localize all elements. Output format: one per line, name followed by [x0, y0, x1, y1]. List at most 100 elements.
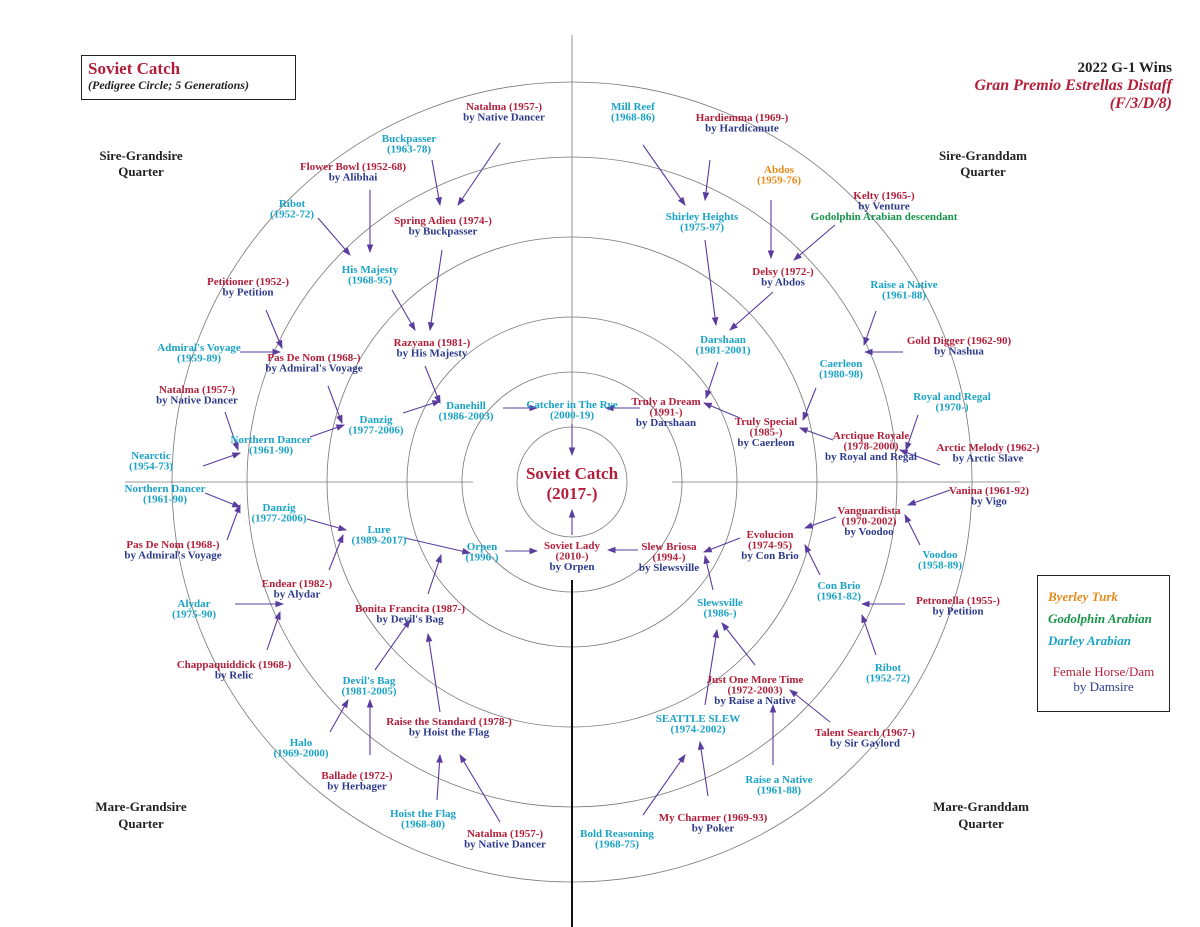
horse-name: Evolucion: [746, 529, 793, 541]
horse-node-hardiemma: Hardiemma (1969-)by Hardicanute: [696, 112, 789, 135]
horse-damsire: by Raise a Native: [714, 695, 796, 707]
horse-name: Flower Bowl (1952-68): [300, 161, 406, 173]
horse-name: Endear (1982-): [262, 578, 333, 590]
horse-name: Catcher in The Rye: [526, 399, 617, 411]
horse-damsire: by Voodoo: [844, 526, 894, 538]
horse-node-orpen: Orpen(1996-): [466, 541, 499, 564]
horse-node-darshaan: Darshaan(1981-2001): [696, 334, 751, 357]
horse-name: (1974-95): [748, 540, 792, 552]
horse-damsire: by Venture: [858, 201, 910, 213]
arrow: [898, 449, 941, 466]
horse-name: Natalma (1957-): [466, 101, 542, 113]
horse-node-evolucion: Evolucion(1974-95)by Con Brio: [741, 529, 799, 562]
horse-node-boldreasoning: Bold Reasoning(1968-75): [580, 828, 654, 851]
horse-node-northerndancer1: Northern Dancer(1961-90): [231, 434, 312, 457]
horse-node-vanina: Vanina (1961-92)by Vigo: [949, 485, 1029, 508]
horse-name: (1961-88): [757, 785, 801, 797]
horse-name: (1996-): [466, 552, 499, 564]
arrow: [204, 492, 242, 508]
horse-node-halo: Halo(1969-2000): [274, 737, 329, 760]
horse-name: Danehill: [446, 400, 486, 412]
horse-name: (1968-86): [611, 112, 655, 124]
horse-damsire: by Admiral's Voyage: [124, 550, 221, 562]
horse-name: (1952-72): [270, 209, 314, 221]
horse-name: Pas De Nom (1968-): [126, 539, 220, 551]
arrow: [425, 632, 441, 713]
legend: Byerley Turk Godolphin Arabian Darley Ar…: [1037, 575, 1170, 712]
horse-name: Vanina (1961-92): [949, 485, 1029, 497]
legend-female-dam: Female Horse/Dam: [1052, 664, 1155, 679]
horse-damsire: by Native Dancer: [464, 839, 546, 851]
horse-name: Slewsville: [697, 597, 743, 609]
quarter-label-sire-grandsire: Sire-Grandsire: [99, 148, 183, 163]
wins-race: Gran Premio Estrellas Distaff: [974, 77, 1173, 94]
horse-name: Talent Search (1967-): [815, 727, 916, 739]
horse-name: (1994-): [653, 552, 686, 564]
horse-damsire: by Nashua: [934, 346, 984, 358]
arrow: [642, 144, 686, 206]
horse-damsire: by Herbager: [327, 781, 387, 793]
horse-node-razyana: Razyana (1981-)by His Majesty: [394, 337, 471, 360]
arrow: [402, 400, 442, 414]
horse-title: Soviet Catch: [88, 59, 181, 78]
horse-node-mycharmer: My Charmer (1969-93)by Poker: [659, 812, 768, 835]
arrow: [702, 402, 741, 419]
horse-name: Soviet Catch: [526, 464, 619, 483]
horse-nodes: Soviet Catch(2017-)Catcher in The Rye(20…: [124, 101, 1039, 851]
horse-name: Petronella (1955-): [916, 595, 1000, 607]
horse-damsire: by Sir Gaylord: [830, 738, 900, 750]
horse-name: Con Brio: [817, 580, 861, 592]
arrow: [265, 309, 283, 350]
arrow: [802, 387, 817, 422]
horse-node-pasdenom1: Pas De Nom (1968-)by Admiral's Voyage: [265, 352, 362, 375]
horse-name: Razyana (1981-): [394, 337, 471, 349]
horse-name: (1970-): [936, 402, 969, 414]
horse-damsire: by Royal and Regal: [825, 451, 917, 463]
horse-node-pasdenom2: Pas De Nom (1968-)by Admiral's Voyage: [124, 539, 221, 562]
horse-name: Soviet Lady: [544, 540, 600, 552]
arrow: [904, 514, 921, 546]
horse-name: Shirley Heights: [666, 211, 739, 223]
horse-node-raisenative2: Raise a Native(1961-88): [745, 774, 812, 797]
horse-name: Spring Adieu (1974-): [394, 215, 492, 227]
horse-name: Chappaquiddick (1968-): [177, 659, 292, 671]
horse-node-northerndancer2: Northern Dancer(1961-90): [125, 483, 206, 506]
horse-name: Kelty (1965-): [853, 190, 915, 202]
horse-name: Northern Dancer: [231, 434, 312, 446]
horse-name: Hardiemma (1969-): [696, 112, 789, 124]
horse-node-admiral: Admiral's Voyage(1959-89): [157, 342, 241, 365]
horse-node-shirley: Shirley Heights(1975-97): [666, 211, 739, 234]
horse-node-golddigger: Gold Digger (1962-90)by Nashua: [907, 335, 1012, 358]
horse-name: Arctique Royale: [833, 430, 910, 442]
horse-node-devilsbag: Devil's Bag(1981-2005): [342, 675, 397, 698]
horse-name: (1970-2002): [842, 516, 897, 528]
wins-panel: 2022 G-1 Wins Gran Premio Estrellas Dist…: [975, 60, 1173, 113]
horse-name: Raise the Standard (1978-): [386, 716, 512, 728]
horse-node-hismajesty: His Majesty(1968-95): [342, 264, 399, 287]
horse-node-delsy: Delsy (1972-)by Abdos: [752, 266, 814, 289]
horse-name: (2017-): [547, 484, 598, 503]
arrow: [704, 628, 720, 706]
arrow: [702, 537, 741, 553]
horse-damsire: by Native Dancer: [463, 112, 545, 124]
arrow: [703, 554, 714, 591]
horse-name: (1978-2000): [844, 441, 899, 453]
quarter-labels: Sire-Grandsire Quarter Sire-Granddam Qua…: [95, 148, 1029, 831]
horse-damsire: by Orpen: [550, 561, 595, 573]
horse-name: Danzig: [263, 502, 297, 514]
horse-name: Gold Digger (1962-90): [907, 335, 1012, 347]
horse-name: Delsy (1972-): [752, 266, 814, 278]
arrow: [404, 537, 472, 555]
legend-byerley-turk: Byerley Turk: [1048, 589, 1118, 604]
horse-node-conbrio: Con Brio(1961-82): [817, 580, 861, 603]
horse-node-natalma2: Natalma (1957-)by Native Dancer: [156, 384, 238, 407]
arrow: [702, 159, 711, 202]
arrow: [427, 553, 442, 595]
arrow: [697, 740, 709, 797]
horse-name: (1959-76): [757, 175, 801, 187]
horse-name: (1985-): [750, 427, 783, 439]
horse-node-lure: Lure(1989-2017): [352, 524, 407, 547]
horse-node-voodoo: Voodoo(1958-89): [918, 549, 962, 572]
